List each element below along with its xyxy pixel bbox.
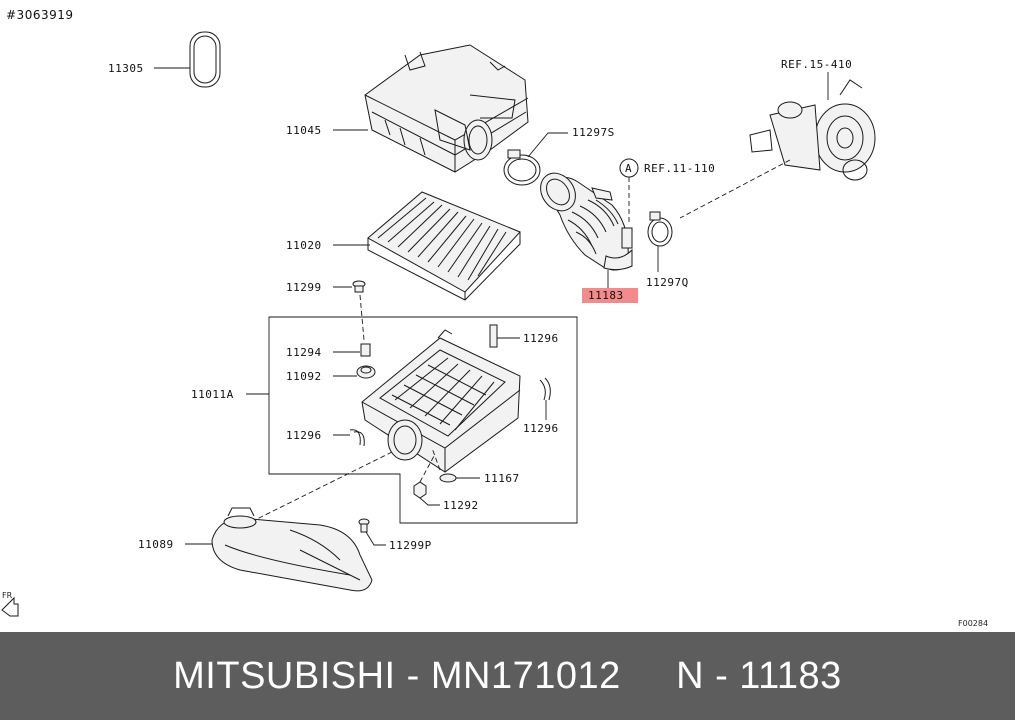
figure-code: F00284 [958,619,988,628]
label-11045: 11045 [286,124,322,137]
label-11167: 11167 [484,472,520,485]
bolt-11299[interactable] [352,280,366,293]
assembly-frame-11011A [268,316,578,524]
air-cleaner-case[interactable] [361,329,521,473]
clip-11296-left[interactable] [349,429,365,447]
label-11292: 11292 [443,499,479,512]
turbocharger-ref[interactable] [749,79,876,181]
label-11183: 11183 [588,289,624,302]
label-11011A: 11011A [191,388,234,401]
seal-ring-11305[interactable] [189,31,221,88]
air-cleaner-cover-11045[interactable] [364,44,529,173]
label-ref-11-110: REF.11-110 [644,162,715,175]
label-11092: 11092 [286,370,322,383]
clip-11296-top[interactable] [489,324,498,348]
intake-hose-11183[interactable] [533,166,633,271]
parts-diagram: #3063919 11305 11045 11297S [1,8,988,628]
grommet-11294[interactable] [360,343,371,357]
label-11297S: 11297S [572,126,615,139]
label-ref-15-410: REF.15-410 [781,58,852,71]
highlight-11183 [582,288,638,303]
clip-11296-right[interactable] [539,377,551,401]
label-11020: 11020 [286,239,322,252]
fr-label: FR [2,591,13,600]
label-11299P: 11299P [389,539,432,552]
ref-a-letter: A [625,162,632,175]
label-11297Q: 11297Q [646,276,689,289]
drain-plug-11167[interactable] [439,473,457,483]
label-11296-right: 11296 [523,422,559,435]
bolt-11299P[interactable] [358,518,370,533]
air-intake-duct-11089[interactable] [211,507,373,592]
label-11296-top: 11296 [523,332,559,345]
label-11299: 11299 [286,281,322,294]
label-11294: 11294 [286,346,322,359]
label-11089: 11089 [138,538,174,551]
hose-clamp-11297Q[interactable] [647,211,673,247]
part-number-banner: MITSUBISHI - MN171012 N - 11183 [0,632,1015,720]
nut-11292[interactable] [413,481,427,499]
label-11305: 11305 [108,62,144,75]
part-number-text: MITSUBISHI - MN171012 N - 11183 [173,654,842,697]
air-filter-element-11020[interactable] [367,191,521,301]
insulator-11092[interactable] [356,365,376,379]
front-direction-arrow-icon [1,596,19,617]
image-id: #3063919 [6,8,74,22]
hose-clamp-11297S[interactable] [503,149,541,186]
label-11296-left: 11296 [286,429,322,442]
